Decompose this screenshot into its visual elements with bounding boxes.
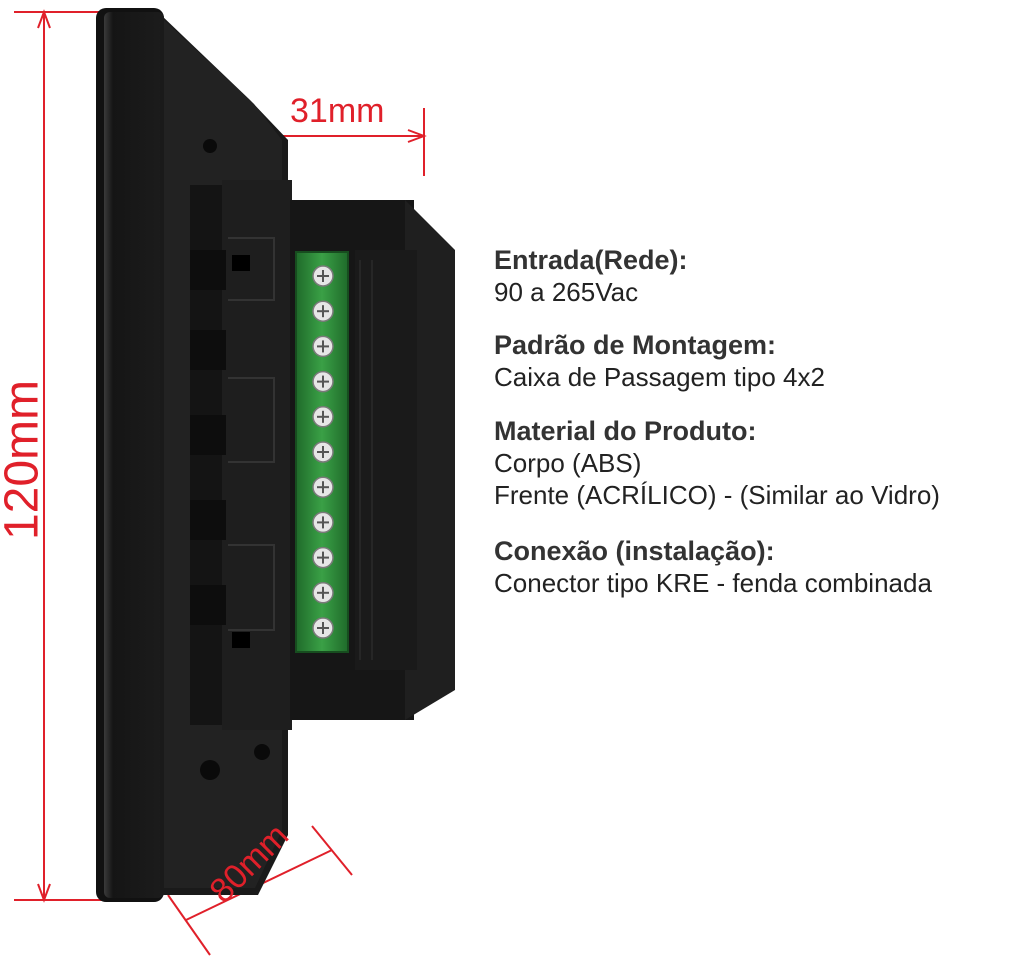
spec-value: Frente (ACRÍLICO) - (Similar ao Vidro) — [494, 480, 940, 510]
spec-material: Material do Produto: Corpo (ABS) Frente … — [494, 415, 1024, 511]
height-dimension-label: 120mm — [0, 379, 49, 541]
terminal-screw — [312, 476, 334, 498]
height-dimension-line — [14, 9, 108, 903]
spec-title: Conexão (instalação): — [494, 536, 775, 566]
terminal-screw — [312, 370, 334, 393]
terminal-screw — [312, 582, 334, 604]
spec-title: Padrão de Montagem: — [494, 330, 777, 360]
spec-title: Entrada(Rede): — [494, 245, 688, 275]
spec-value: Conector tipo KRE - fenda combinada — [494, 568, 932, 598]
terminal-screw — [312, 406, 334, 428]
terminal-screw — [312, 300, 334, 322]
terminal-screw — [312, 511, 334, 534]
terminal-screw — [312, 265, 334, 287]
spec-value: 90 a 265Vac — [494, 277, 639, 307]
spec-title: Material do Produto: — [494, 416, 757, 446]
spec-connection: Conexão (instalação): Conector tipo KRE … — [494, 535, 1024, 599]
terminal-screw — [312, 546, 334, 569]
terminal-screw — [312, 441, 334, 463]
terminal-screw — [312, 335, 334, 358]
width-dimension-label: 31mm — [290, 92, 385, 130]
spec-value: Caixa de Passagem tipo 4x2 — [494, 362, 825, 392]
terminal-screw — [312, 617, 334, 639]
terminal-block — [295, 251, 349, 653]
spec-input: Entrada(Rede): 90 a 265Vac — [494, 244, 1024, 308]
spec-mounting: Padrão de Montagem: Caixa de Passagem ti… — [494, 329, 1024, 393]
spec-value: Corpo (ABS) — [494, 448, 642, 478]
clip-column — [190, 180, 292, 730]
mounting-holes — [200, 139, 270, 780]
